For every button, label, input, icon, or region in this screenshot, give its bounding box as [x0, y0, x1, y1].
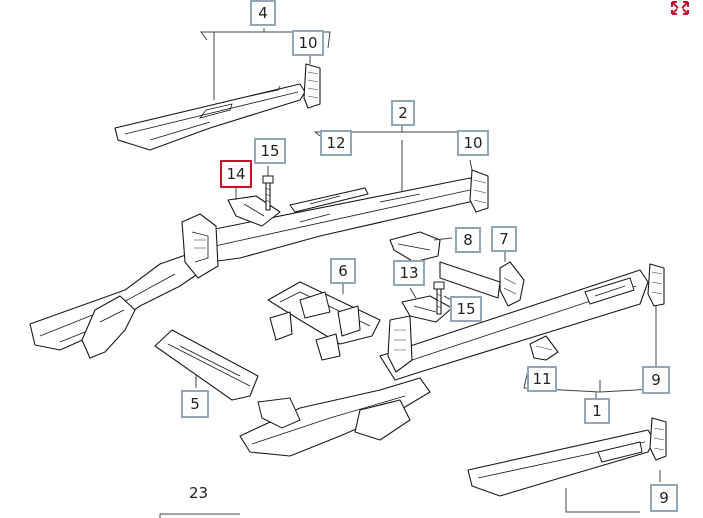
part-10-end-plate-top	[303, 63, 321, 109]
callout-13[interactable]: 13	[393, 260, 425, 286]
leader-4	[200, 28, 331, 100]
expand-arrows-icon[interactable]	[668, 0, 692, 16]
callout-7[interactable]: 7	[491, 226, 517, 252]
callout-9[interactable]: 9	[650, 484, 678, 512]
part-10-end-plate-mid	[469, 169, 489, 213]
callout-11[interactable]: 11	[527, 366, 557, 392]
callout-15[interactable]: 15	[254, 138, 286, 164]
part-8-bracket	[389, 231, 441, 263]
callout-2[interactable]: 2	[391, 100, 415, 126]
part-15-bolt-lower	[433, 281, 445, 315]
callout-10[interactable]: 10	[457, 130, 489, 156]
part-4-sill-rail	[114, 83, 306, 151]
callout-8[interactable]: 8	[455, 227, 481, 253]
callout-15[interactable]: 15	[450, 296, 482, 322]
part-2-longitudinal-member	[199, 177, 481, 263]
leader-23	[159, 513, 240, 518]
part-7-bracket	[499, 261, 525, 307]
callout-9[interactable]: 9	[642, 366, 670, 394]
callout-5[interactable]: 5	[181, 390, 209, 418]
callout-10[interactable]: 10	[292, 30, 324, 56]
part-6-crossmember	[267, 281, 381, 361]
part-chassis-frame	[29, 213, 649, 457]
part-5-bracket	[154, 329, 301, 429]
callout-14[interactable]: 14	[220, 160, 252, 188]
callout-4[interactable]: 4	[250, 0, 276, 26]
part-9-end-plate-mid	[647, 263, 665, 307]
part-9-end-plate-lower	[649, 417, 667, 461]
callout-12[interactable]: 12	[320, 130, 352, 156]
label-23[interactable]: 23	[189, 484, 209, 502]
callout-6[interactable]: 6	[330, 258, 356, 284]
part-11-bracket	[529, 335, 559, 361]
callout-1[interactable]: 1	[584, 398, 610, 424]
part-1-sill-lower	[467, 429, 655, 497]
